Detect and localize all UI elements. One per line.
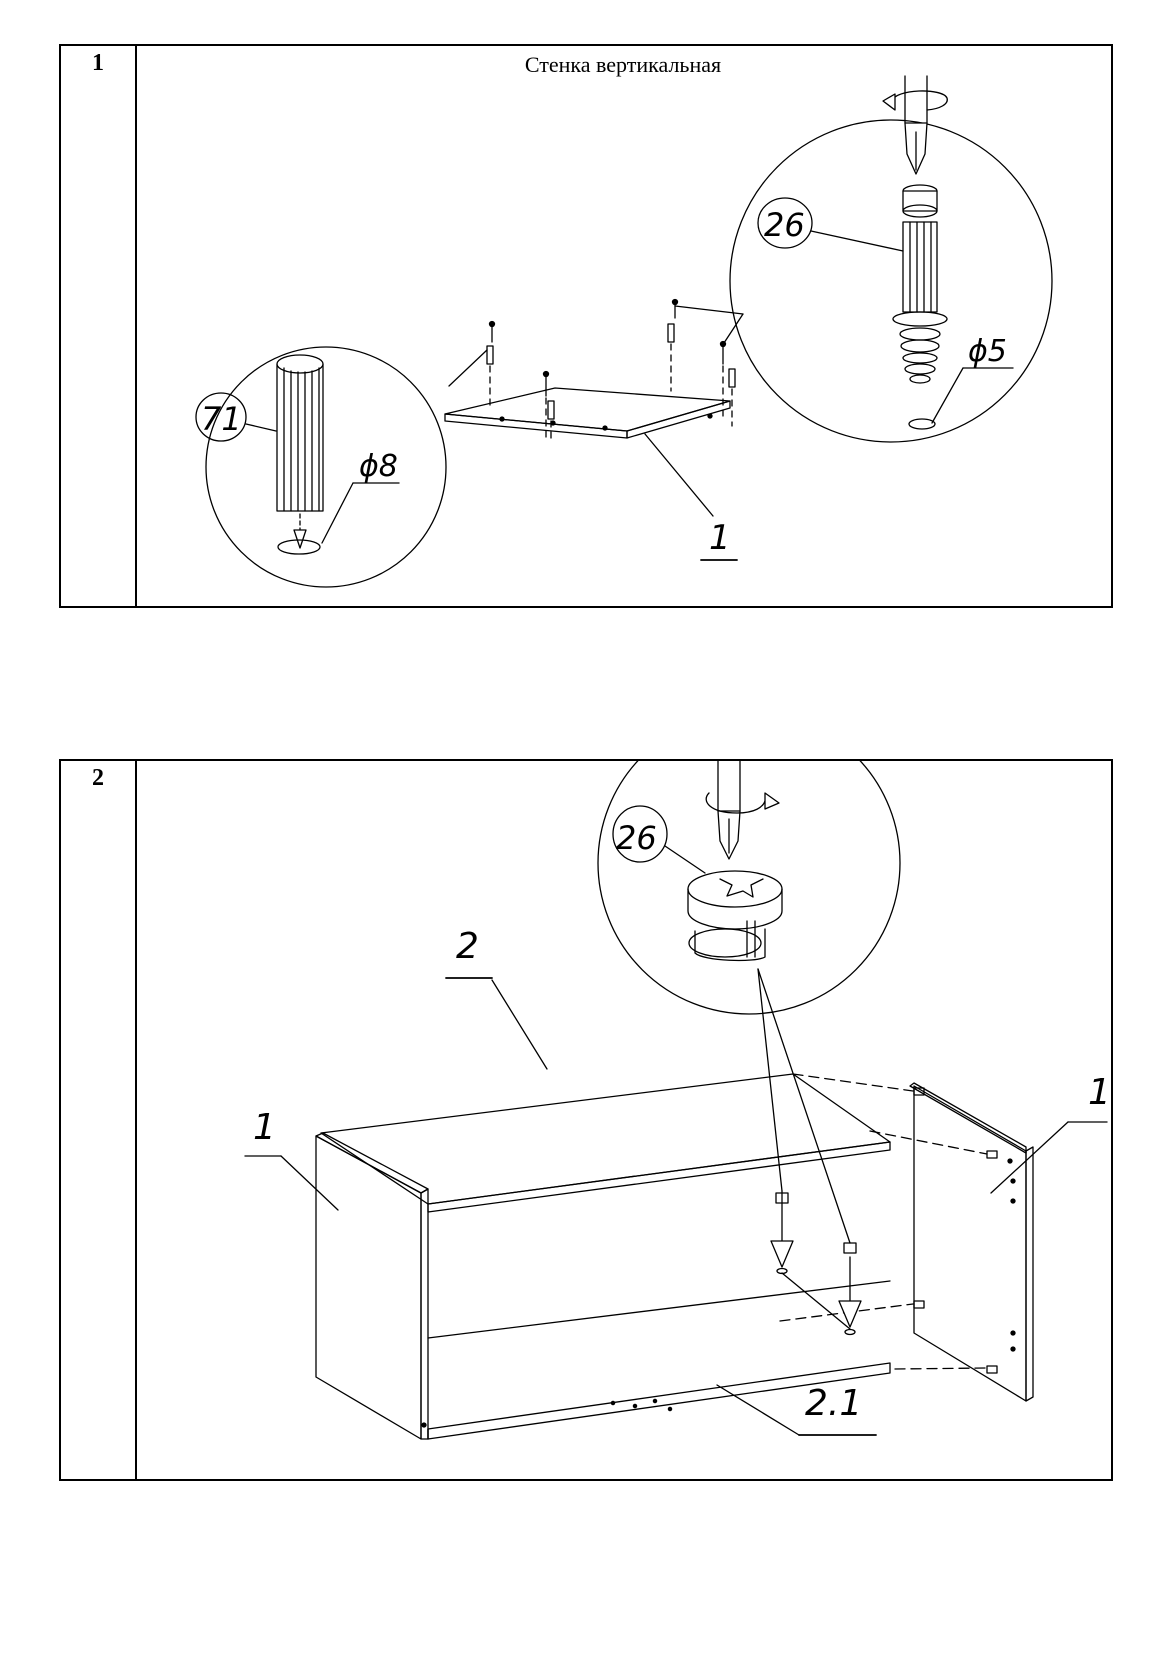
part-number-label: 1: [709, 518, 731, 558]
part-label-shelf: 2.1: [716, 1383, 877, 1436]
detail-circle-dowel: 71 ϕ8: [195, 346, 447, 588]
screwdriver-icon: [904, 75, 928, 175]
detail-number-label: 71: [201, 400, 242, 438]
assembly-step-1: 1 Стенка вертикальная: [59, 44, 1113, 608]
screwdriver-icon: [717, 761, 741, 860]
detail-number-label: 26: [764, 206, 805, 244]
step-number-cell: 1: [61, 46, 137, 606]
top-panel: [320, 1073, 891, 1213]
panel-fittings: [486, 298, 736, 442]
part-number-label: 1: [253, 1107, 276, 1148]
cam-lock-icon: [687, 870, 783, 962]
detail-circle-cam-lock: 26: [597, 761, 901, 1015]
hole-diameter-label: ϕ5: [968, 334, 1007, 369]
eccentric-pin-icon: [671, 298, 679, 319]
dowel-icon: [486, 345, 494, 407]
step-2-drawing: 26 2 1 1 2.1: [135, 761, 1111, 1479]
cam-lock-icon: [838, 1242, 862, 1336]
detail-circle-eccentric-pin: 26 ϕ5: [729, 75, 1053, 443]
dowel-icon: [728, 368, 736, 427]
part-label-right-wall: 1: [990, 1072, 1111, 1194]
assembly-lines: [779, 1073, 988, 1370]
step-number: 2: [92, 765, 104, 791]
hole-diameter-label: ϕ8: [359, 449, 398, 484]
eccentric-pin-icon: [488, 320, 496, 343]
dowel-icon: [547, 400, 555, 442]
step-1-drawing: 1 71 ϕ8: [135, 46, 1111, 606]
rotation-arrow-icon: [705, 792, 780, 814]
rotation-arrow-icon: [882, 90, 948, 111]
part-number-label: 2: [456, 926, 479, 967]
detail-number-label: 26: [616, 819, 657, 857]
step-number-cell: 2: [61, 761, 137, 1479]
left-side-wall: [315, 1132, 429, 1440]
part-number-label: 1: [1088, 1072, 1111, 1113]
cam-lock-icon: [770, 1190, 794, 1275]
step-caption: Стенка вертикальная: [524, 52, 722, 77]
cabinet-body: [315, 1073, 891, 1440]
step-number: 1: [92, 50, 104, 76]
part-label-top: 2: [445, 926, 548, 1070]
part-number-label: 2.1: [805, 1383, 862, 1424]
part-label-left-wall: 1: [244, 1107, 339, 1211]
right-side-wall: [909, 1082, 1034, 1402]
assembly-step-2: 2: [59, 759, 1113, 1481]
eccentric-pin-icon: [542, 370, 550, 439]
dowel-icon: [276, 354, 324, 512]
dowel-icon: [667, 323, 675, 392]
eccentric-pin-icon: [892, 184, 948, 384]
bottom-shelf: [427, 1362, 891, 1440]
wall-panel: [444, 387, 731, 439]
